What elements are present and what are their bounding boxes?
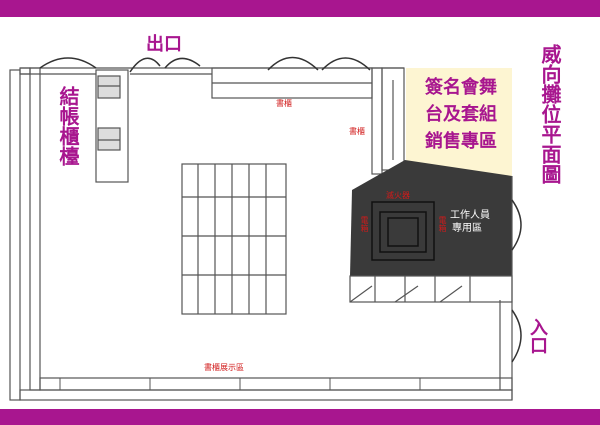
- entrance-arches: [511, 199, 522, 363]
- bookshelf-display-label: 書櫃展示區: [204, 363, 244, 372]
- bookshelf-top-label: 書櫃: [276, 99, 292, 108]
- exit-label: 出口: [146, 34, 182, 55]
- electric-box-left-label: 電箱: [360, 216, 369, 232]
- staff-area: [350, 160, 512, 276]
- side-shelves: [371, 67, 405, 175]
- top-banner: [0, 0, 600, 17]
- bottom-wall-ticks: [59, 378, 421, 390]
- electric-box: [371, 201, 435, 261]
- checkout-counter: [95, 69, 129, 183]
- extinguisher-label: 滅火器: [386, 191, 410, 200]
- lower-right-shelves: [349, 275, 513, 303]
- page-title: 威向攤位平面圖: [538, 44, 562, 184]
- top-arches: [39, 56, 371, 73]
- staff-area-label: 工作人員 專用區: [450, 210, 490, 234]
- right-wall: [499, 176, 513, 400]
- entrance-label: 入口: [527, 318, 548, 354]
- bottom-banner: [0, 409, 600, 425]
- checkout-label: 結帳櫃檯: [56, 86, 80, 166]
- signing-area-background: [406, 68, 512, 176]
- electric-box-right-label: 電箱: [438, 216, 447, 232]
- bookshelf-side-label: 書櫃: [349, 127, 365, 136]
- display-grid: [181, 163, 287, 315]
- signing-area-label: 簽名會舞 台及套組 銷售專區: [425, 77, 497, 152]
